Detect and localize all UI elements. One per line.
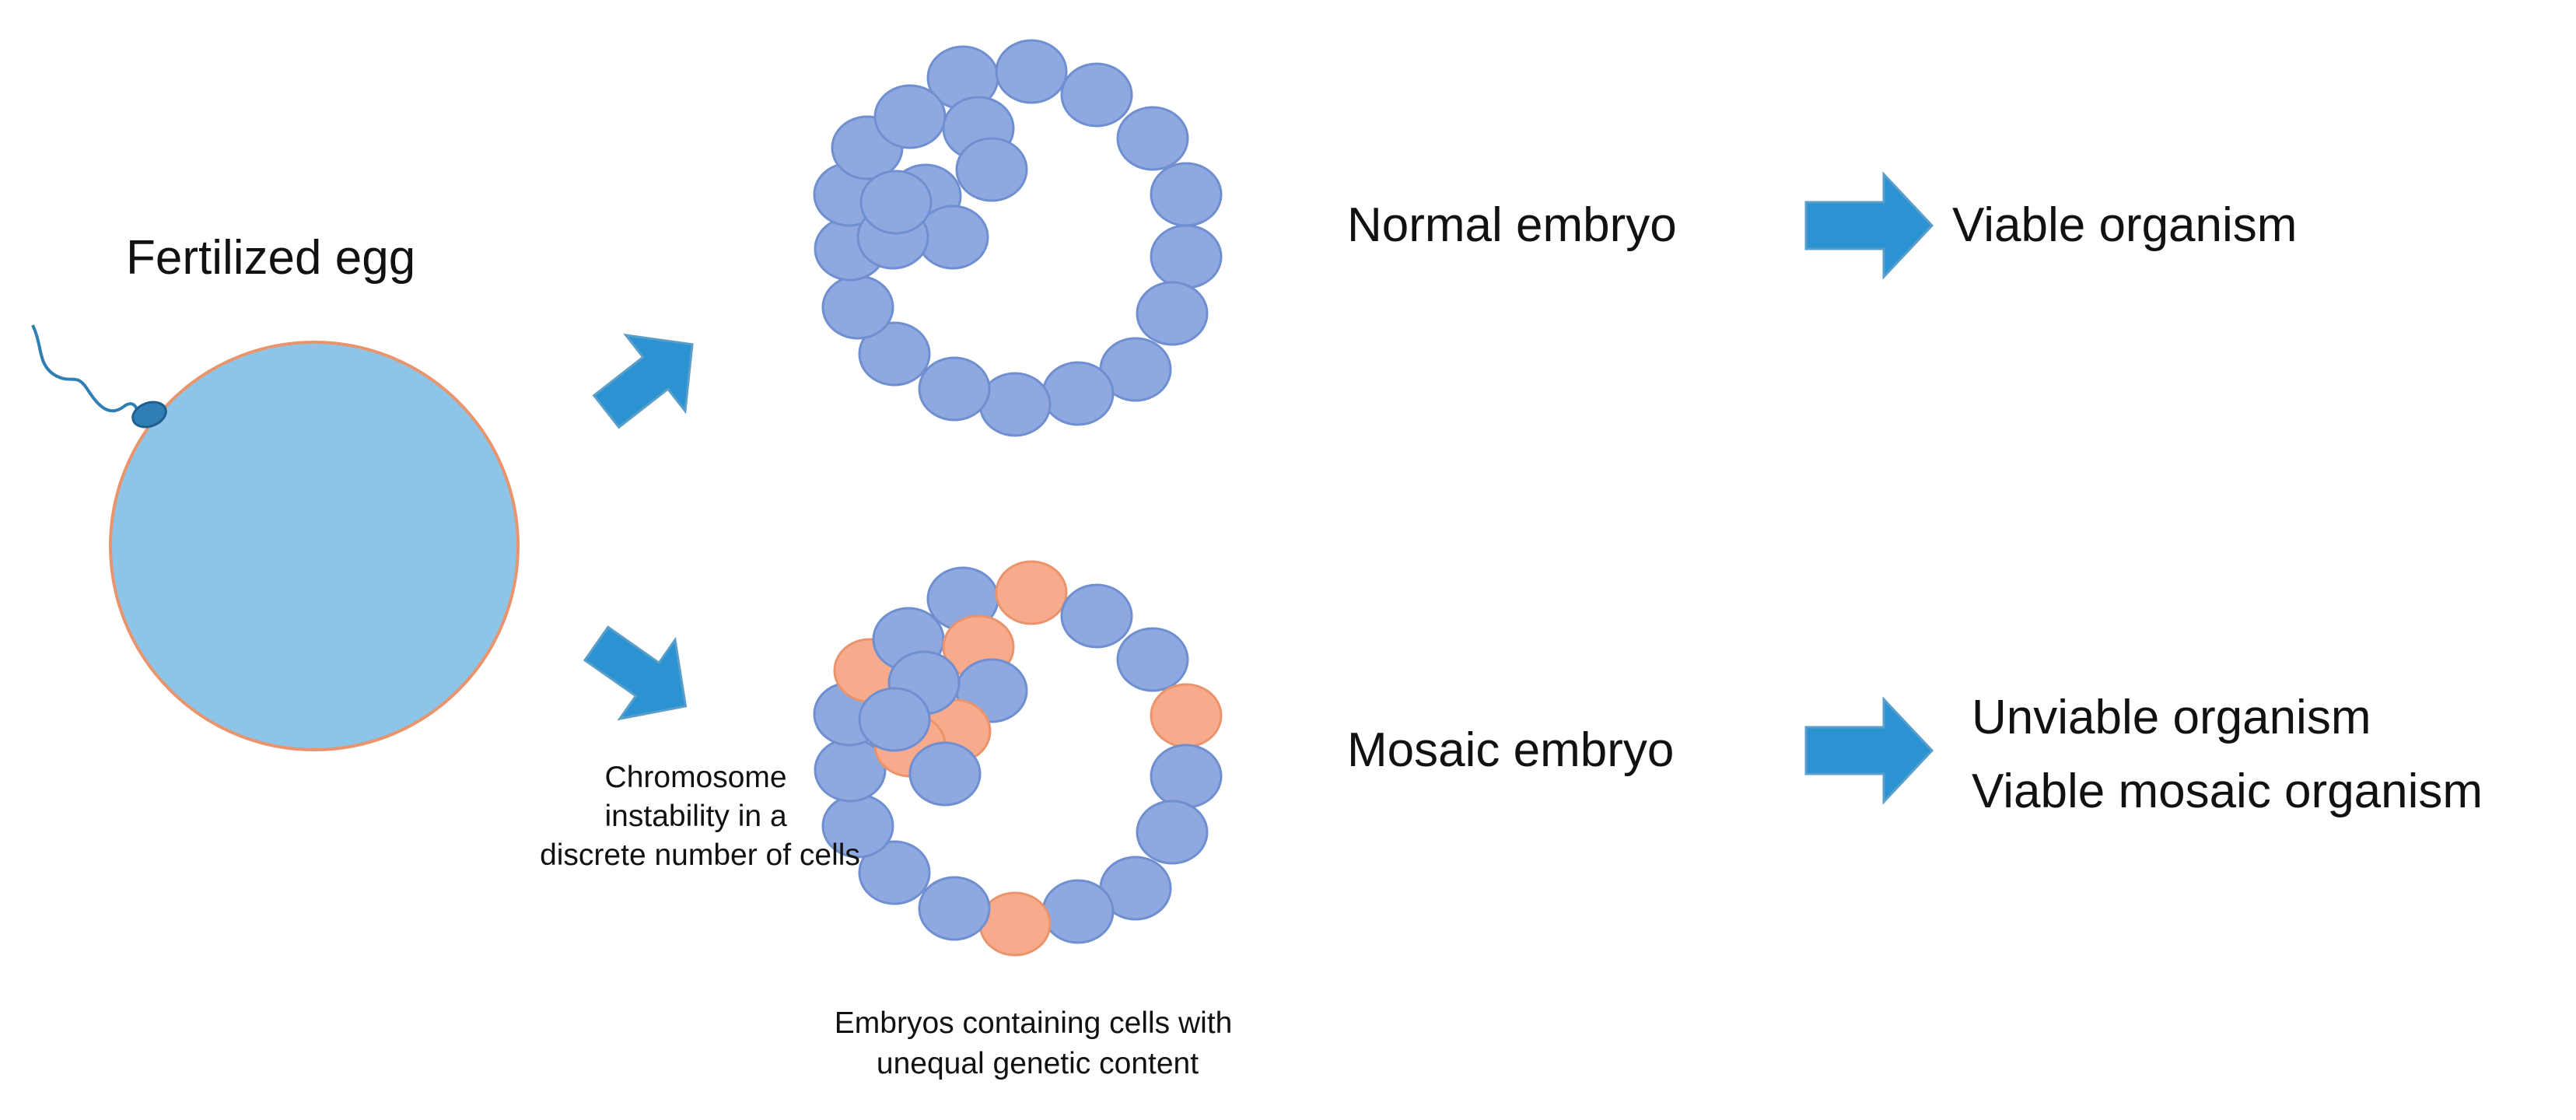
arrow-normal-outcome-icon bbox=[1804, 171, 1934, 280]
fertilized-egg-label: Fertilized egg bbox=[126, 231, 415, 285]
mosaic-embryo-label: Mosaic embryo bbox=[1347, 723, 1674, 777]
instability-line-1: Chromosome bbox=[605, 761, 787, 794]
normal-embryo-cell bbox=[918, 356, 991, 422]
caption-line-1: Embryos containing cells with bbox=[835, 1006, 1233, 1040]
mosaic-caption: Embryos containing cells with unequal ge… bbox=[835, 1006, 1241, 1080]
normal-embryo-cell bbox=[1041, 879, 1115, 944]
normal-embryo-icon bbox=[813, 39, 1223, 437]
arrow-mosaic-outcome-icon bbox=[1804, 696, 1934, 805]
normal-embryo-cell bbox=[1136, 800, 1209, 865]
normal-embryo-cell bbox=[1150, 744, 1223, 809]
normal-embryo-cell bbox=[859, 170, 933, 235]
unviable-organism-label: Unviable organism bbox=[1972, 691, 2371, 744]
viable-mosaic-organism-label: Viable mosaic organism bbox=[1972, 765, 2483, 818]
normal-embryo-cell bbox=[858, 840, 931, 905]
chromosome-instability-label: Chromosome instability in a discrete num… bbox=[540, 761, 860, 872]
aneuploid-embryo-cell bbox=[1150, 683, 1223, 748]
normal-embryo-cell bbox=[858, 321, 931, 387]
normal-embryo-cell bbox=[1060, 583, 1133, 649]
normal-embryo-cell bbox=[918, 876, 991, 941]
normal-embryo-cell bbox=[858, 687, 931, 752]
viable-organism-label: Viable organism bbox=[1952, 198, 2297, 252]
caption-line-2: unequal genetic content bbox=[877, 1047, 1199, 1080]
normal-embryo-cell bbox=[955, 137, 1028, 202]
sperm-tail bbox=[31, 324, 140, 422]
normal-embryo-cell bbox=[1136, 281, 1209, 346]
normal-embryo-cell bbox=[821, 275, 894, 340]
arrow-to-mosaic-embryo-icon bbox=[583, 625, 688, 721]
normal-embryo-cell bbox=[1150, 224, 1223, 289]
normal-embryo-cell bbox=[978, 372, 1052, 437]
normal-embryo-cell bbox=[873, 84, 947, 149]
arrow-to-normal-embryo-icon bbox=[592, 333, 694, 429]
egg-cell bbox=[109, 341, 520, 751]
normal-embryo-cell bbox=[1060, 62, 1133, 128]
normal-embryo-cell bbox=[1150, 162, 1223, 227]
fertilized-egg-icon bbox=[31, 324, 520, 751]
normal-embryo-label: Normal embryo bbox=[1347, 198, 1677, 252]
normal-embryo-cell bbox=[1116, 106, 1189, 171]
normal-embryo-cell bbox=[995, 39, 1068, 104]
sperm-head bbox=[131, 401, 167, 429]
aneuploid-embryo-cell bbox=[995, 560, 1068, 625]
aneuploid-embryo-cell bbox=[978, 891, 1052, 957]
normal-embryo-cell bbox=[1116, 627, 1189, 692]
instability-line-3: discrete number of cells bbox=[540, 838, 860, 872]
normal-embryo-cell bbox=[908, 741, 982, 807]
normal-embryo-cell bbox=[1041, 361, 1115, 426]
instability-line-2: instability in a bbox=[605, 800, 787, 833]
mosaic-embryo-icon bbox=[813, 560, 1223, 957]
